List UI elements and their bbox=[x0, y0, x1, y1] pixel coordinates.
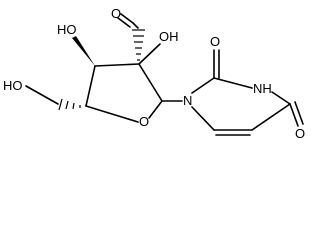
atom-ring-o: O bbox=[139, 114, 149, 129]
bond-formyl-c-o bbox=[120, 13, 134, 24]
molecule-structure: O HO OH HO O N O NH O bbox=[2, 6, 307, 141]
bond-n3-c4 bbox=[271, 91, 291, 105]
bond-c2-oh bbox=[138, 43, 161, 65]
atom-oh-c5: HO bbox=[3, 78, 23, 93]
bond-c2-n3 bbox=[213, 77, 253, 89]
bond-c3-c2 bbox=[94, 63, 140, 67]
atom-oh-c2: OH bbox=[159, 29, 179, 44]
bond-c4-c5 bbox=[251, 103, 291, 131]
atom-labels: O HO OH HO O N O NH O bbox=[3, 6, 305, 141]
bond-n1-c2 bbox=[191, 77, 215, 94]
bond-c5-oh bbox=[25, 85, 59, 105]
bond-c4-ringo bbox=[85, 105, 139, 123]
atom-formyl-o: O bbox=[111, 6, 121, 21]
bond-c4-o4-double bbox=[294, 101, 304, 125]
bond-c1-c2 bbox=[138, 63, 163, 102]
atom-n1: N bbox=[183, 93, 192, 108]
atom-oh-c3: HO bbox=[57, 22, 77, 37]
bonds bbox=[25, 13, 304, 136]
bond-c3-c4 bbox=[85, 65, 96, 107]
bond-cho-c-up bbox=[132, 22, 139, 29]
wedge-c3-oh bbox=[72, 36, 95, 66]
bond-c6-n1 bbox=[191, 106, 215, 131]
atom-o4: O bbox=[295, 126, 305, 141]
hashed-wedge-c4-c5 bbox=[58, 98, 81, 111]
atom-o2: O bbox=[210, 34, 220, 49]
atom-nh3: NH bbox=[253, 81, 272, 96]
bond-formyl-c-o-double bbox=[117, 17, 131, 28]
bond-ringo-c1 bbox=[148, 100, 163, 119]
hashed-wedge-c2-cho bbox=[132, 29, 145, 61]
bond-c4-o4 bbox=[289, 103, 299, 127]
